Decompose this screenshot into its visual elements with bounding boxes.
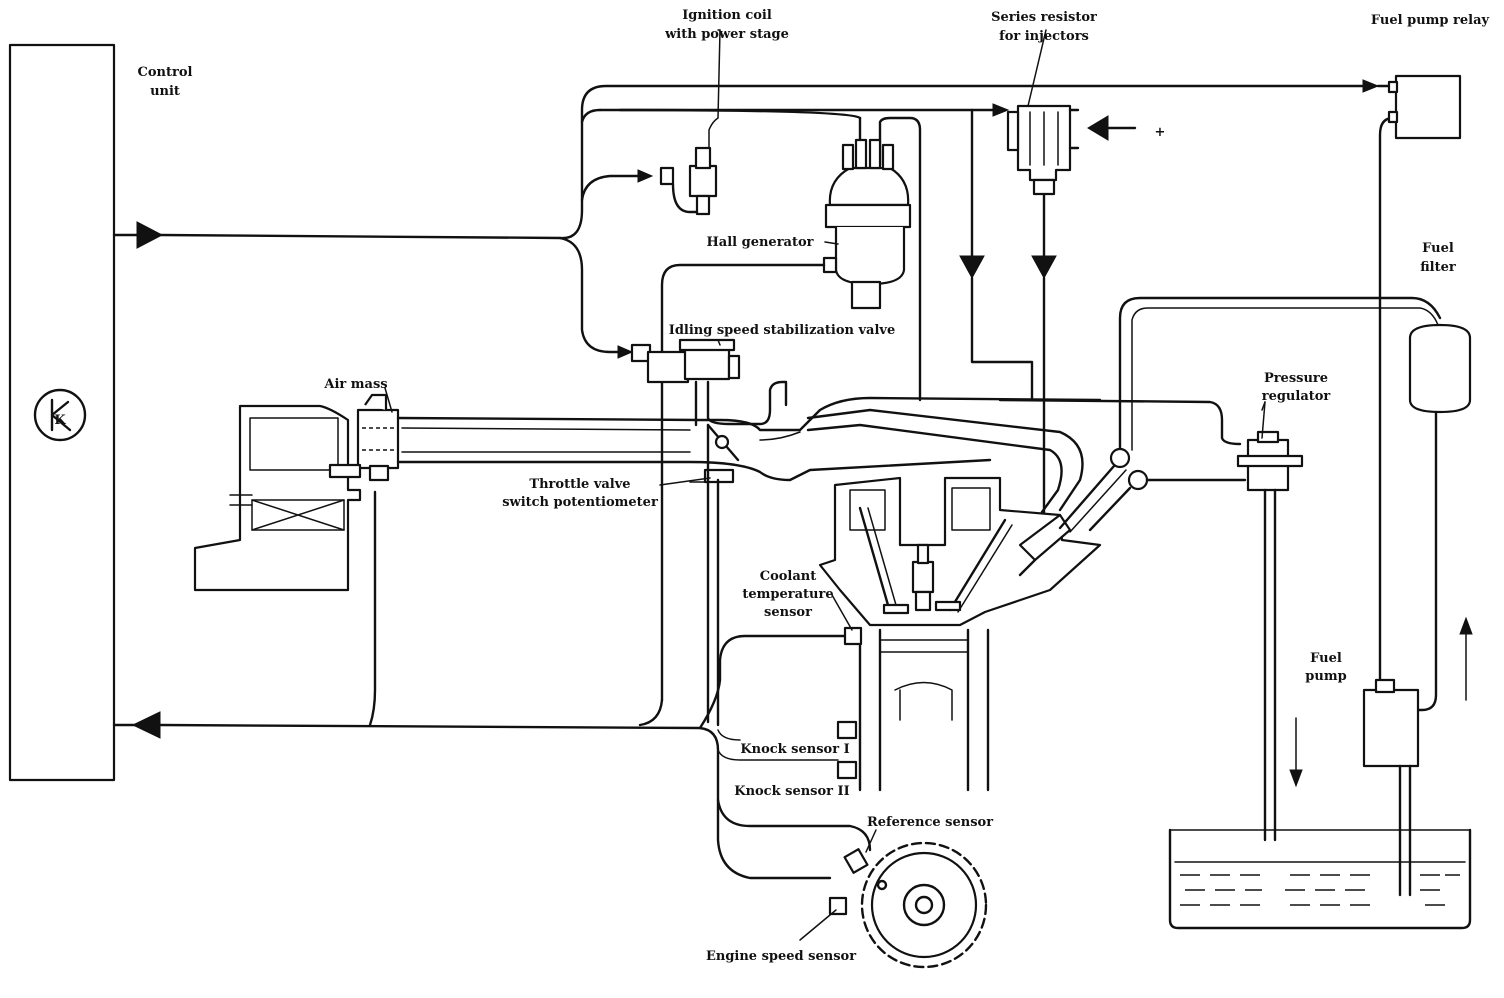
reference-sensor-body xyxy=(843,848,869,874)
label-series-resistor-2: for injectors xyxy=(999,29,1089,44)
label-hall-generator: Hall generator xyxy=(707,235,814,250)
label-throttle-valve-1: Throttle valve xyxy=(529,477,630,492)
label-coolant-3: sensor xyxy=(764,605,812,620)
label-idling-valve: Idling speed stabilization valve xyxy=(669,323,895,338)
label-plus-sign: + xyxy=(1155,125,1166,140)
input-wiring xyxy=(158,423,872,880)
label-fuel-filter-2: filter xyxy=(1420,260,1456,275)
label-knock-sensor-2: Knock sensor II xyxy=(734,784,849,799)
control-unit xyxy=(8,43,164,782)
label-air-mass: Air mass xyxy=(323,377,387,392)
engine-speed-sensor-body xyxy=(828,896,848,916)
flywheel xyxy=(860,841,988,969)
label-pressure-regulator-2: regulator xyxy=(1262,389,1331,404)
label-coolant-2: temperature xyxy=(742,587,833,602)
labels: Control unit K Ignition coil with power … xyxy=(54,8,1489,964)
output-wiring xyxy=(158,29,1395,682)
idle-speed-valve xyxy=(630,338,788,427)
label-ignition-coil-2: with power stage xyxy=(664,27,789,42)
ignition-coil xyxy=(659,29,721,216)
label-coolant-1: Coolant xyxy=(760,569,817,584)
distributor xyxy=(660,138,912,702)
knock-sensor-2-body xyxy=(836,760,858,780)
label-series-resistor-1: Series resistor xyxy=(991,10,1097,25)
engine-block xyxy=(818,476,1102,792)
label-pressure-regulator-1: Pressure xyxy=(1264,371,1328,386)
label-knock-sensor-1: Knock sensor I xyxy=(740,742,849,757)
label-throttle-valve-2: switch potentiometer xyxy=(502,495,658,510)
label-control-unit-1: Control xyxy=(138,65,193,80)
label-fuel-pump-2: pump xyxy=(1305,669,1346,684)
label-reference-sensor: Reference sensor xyxy=(867,815,993,830)
label-fuel-filter-1: Fuel xyxy=(1422,241,1454,256)
control-unit-symbol: K xyxy=(54,413,66,428)
fuel-system xyxy=(998,296,1473,930)
coolant-sensor-body xyxy=(843,626,863,646)
label-engine-speed-sensor: Engine speed sensor xyxy=(706,949,856,964)
label-fuel-pump-1: Fuel xyxy=(1310,651,1342,666)
leader-lines xyxy=(384,241,1266,941)
series-resistor xyxy=(1006,29,1137,196)
knock-sensor-1-body xyxy=(836,720,858,740)
label-fuel-pump-relay: Fuel pump relay xyxy=(1371,13,1490,28)
fuel-level-lines xyxy=(1180,874,1460,906)
air-intake xyxy=(193,393,1102,592)
fuel-pump-relay xyxy=(1387,74,1462,140)
label-control-unit-2: unit xyxy=(150,84,180,99)
sensors xyxy=(828,626,988,969)
label-ignition-coil-1: Ignition coil xyxy=(682,8,772,23)
